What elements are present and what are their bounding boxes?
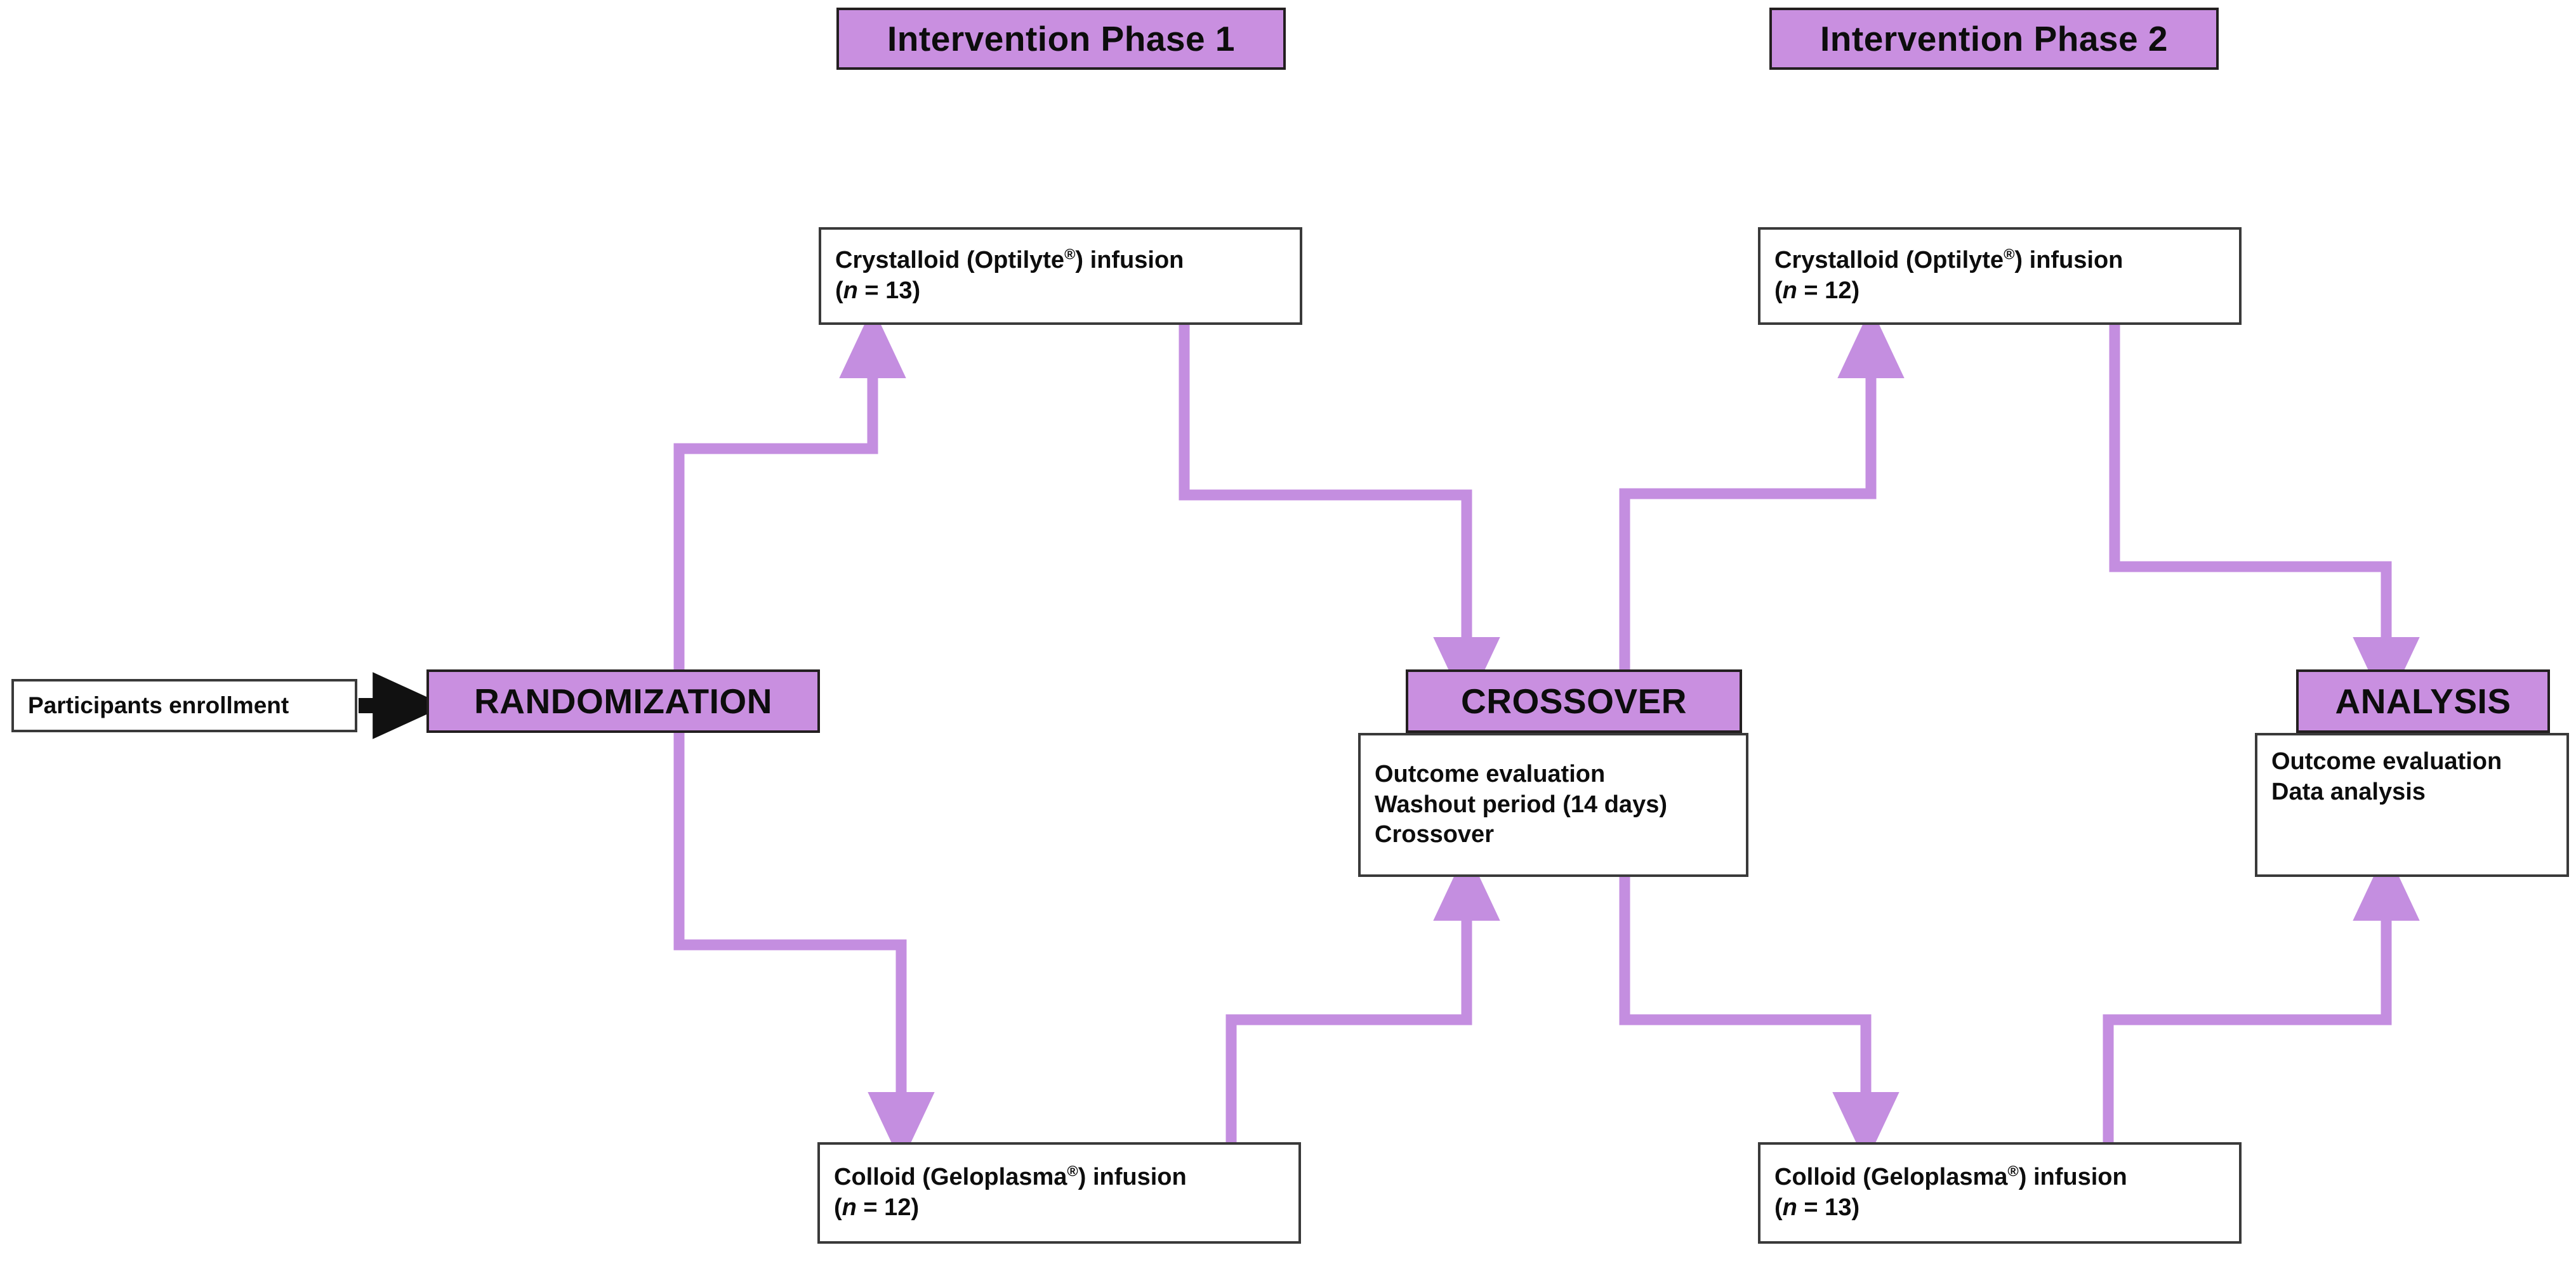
node-colloid-phase-1: Colloid (Geloplasma®) infusion (n = 12) xyxy=(817,1142,1301,1244)
crossover-detail-line-1: Outcome evaluation xyxy=(1375,760,1606,787)
wire-colloid-p1-to-crossover xyxy=(1225,849,1500,1142)
node-analysis: ANALYSIS xyxy=(2296,669,2550,733)
colloid-p1-sample-size: (n = 12) xyxy=(834,1194,920,1221)
crossover-detail-line-3: Crossover xyxy=(1375,821,1494,848)
wire-randomization-to-crystalloid-p1 xyxy=(673,306,906,680)
crossover-detail-line-2: Washout period (14 days) xyxy=(1375,791,1667,818)
wire-crystalloid-p1-to-crossover xyxy=(1179,325,1500,709)
crossover-label: CROSSOVER xyxy=(1461,682,1687,721)
registered-mark: ® xyxy=(1067,1162,1078,1180)
colloid-p2-line-1: Colloid (Geloplasma®) infusion xyxy=(1774,1162,2127,1191)
participants-enrollment-label: Participants enrollment xyxy=(28,692,289,718)
colloid-p2-sample-size: (n = 13) xyxy=(1774,1194,1860,1221)
header-phase-2-label: Intervention Phase 2 xyxy=(1820,19,2168,58)
crystalloid-p2-line-1: Crystalloid (Optilyte®) infusion xyxy=(1774,246,2124,274)
node-participants-enrollment: Participants enrollment xyxy=(11,679,357,732)
registered-mark: ® xyxy=(2007,1162,2019,1180)
registered-mark: ® xyxy=(2004,246,2015,263)
wire-crystalloid-p2-to-analysis xyxy=(2109,325,2420,709)
header-phase-1-label: Intervention Phase 1 xyxy=(887,19,1235,58)
node-crossover: CROSSOVER xyxy=(1406,669,1742,733)
node-crossover-detail: Outcome evaluation Washout period (14 da… xyxy=(1358,733,1748,877)
node-crystalloid-phase-2: Crystalloid (Optilyte®) infusion (n = 12… xyxy=(1758,227,2242,325)
colloid-p1-line-1: Colloid (Geloplasma®) infusion xyxy=(834,1162,1187,1191)
analysis-detail-line-2: Data analysis xyxy=(2271,778,2426,805)
header-intervention-phase-1: Intervention Phase 1 xyxy=(836,8,1286,70)
crystalloid-p2-sample-size: (n = 12) xyxy=(1774,277,1860,304)
analysis-detail-line-1: Outcome evaluation xyxy=(2271,748,2502,775)
analysis-label: ANALYSIS xyxy=(2335,682,2511,721)
node-randomization: RANDOMIZATION xyxy=(426,669,820,733)
node-crystalloid-phase-1: Crystalloid (Optilyte®) infusion (n = 13… xyxy=(819,227,1302,325)
randomization-label: RANDOMIZATION xyxy=(474,682,772,721)
wire-crossover-to-crystalloid-p2 xyxy=(1619,306,1905,680)
crystalloid-p1-sample-size: (n = 13) xyxy=(835,277,921,304)
wire-randomization-to-colloid-p1 xyxy=(673,733,935,1164)
wire-colloid-p2-to-analysis xyxy=(2103,849,2420,1142)
node-colloid-phase-2: Colloid (Geloplasma®) infusion (n = 13) xyxy=(1758,1142,2242,1244)
crystalloid-p1-line-1: Crystalloid (Optilyte®) infusion xyxy=(835,246,1184,274)
header-intervention-phase-2: Intervention Phase 2 xyxy=(1769,8,2219,70)
wire-crossover-to-colloid-p2 xyxy=(1619,877,1899,1164)
node-analysis-detail: Outcome evaluation Data analysis xyxy=(2255,733,2569,877)
registered-mark: ® xyxy=(1064,246,1076,263)
